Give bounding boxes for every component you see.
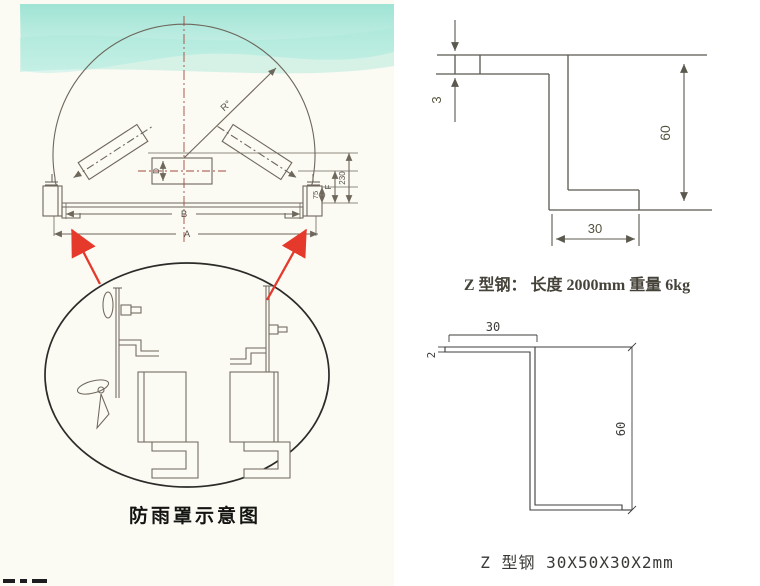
z-bottom-profile [444,346,632,511]
dimension-B [65,203,301,219]
red-arrow-left [70,228,102,285]
z-steel-panel: 3 60 30 Z 型钢： 长度 2000mm 重量 6kg [394,0,760,586]
cover-section-view [42,23,358,238]
rain-cover-caption: 防雨罩示意图 [128,506,261,527]
z-bottom-labels: 30 2 60 [425,320,628,436]
label-flange-30: 30 [588,221,602,236]
z-steel-top-caption: Z 型钢： 长度 2000mm 重量 6kg [463,277,691,294]
label-d: D [152,168,161,174]
red-leader-arrows [70,228,308,301]
label-thickness-2: 2 [425,352,438,359]
radius-arrow [183,67,277,159]
centerlines [138,16,226,242]
rain-cover-diagram: R° B A 230 F 75 D [42,16,358,488]
detail-lever-handle [76,379,110,430]
red-arrow-right [265,228,308,301]
label-flange-30: 30 [486,320,500,334]
label-height-60: 60 [614,422,628,436]
cutoff-text-fragment [3,579,47,583]
wing-roller-left [73,123,153,181]
detail-right-assembly [229,285,291,479]
teal-wave-banner [20,4,394,74]
rain-cover-panel: R° B A 230 F 75 D [0,0,394,586]
z-top-labels: 3 60 30 [429,96,673,236]
label-thickness-3: 3 [429,96,444,103]
detail-view [76,285,291,479]
center-roller [151,157,213,185]
label-75: 75 [311,191,320,199]
label-f: F [324,184,333,189]
label-230: 230 [338,171,347,185]
wing-roller-right [217,123,297,181]
label-height-60: 60 [657,125,673,141]
detail-left-assembly [76,287,199,479]
z-top-profile [436,54,712,211]
z-steel-bottom-drawing: 30 2 60 [425,320,637,515]
z-steel-bottom-caption: Z 型钢 30X50X30X2mm [480,553,674,572]
right-clamp-bracket [284,174,323,236]
z-steel-top-drawing: 3 60 30 [429,20,712,246]
left-clamp-bracket [42,174,81,236]
label-b: B [181,209,187,220]
detail-ellipse [44,262,330,488]
label-a: A [184,229,191,240]
dimension-labels: R° B A 230 F 75 D [152,98,347,240]
z-bottom-dimensions [438,334,637,515]
z-top-dimensions [451,20,688,246]
